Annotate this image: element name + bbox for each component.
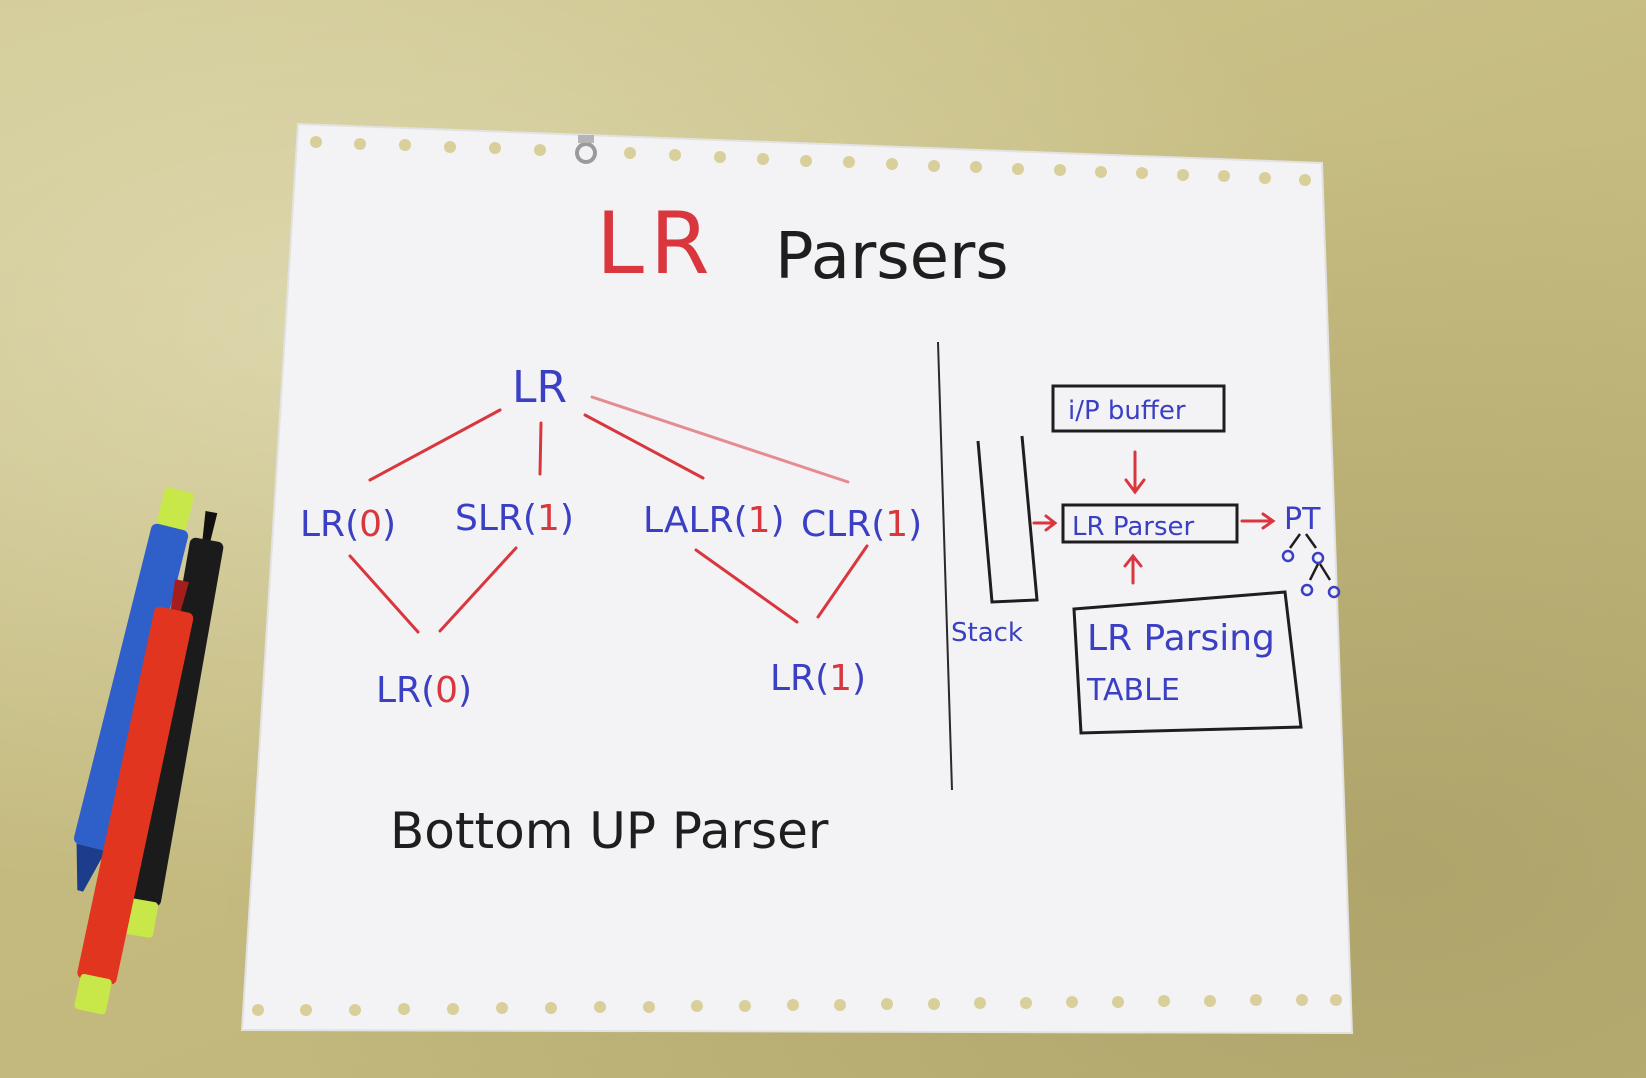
footer-caption: Bottom UP Parser [390, 802, 829, 860]
blue-marker-icon [73, 487, 194, 892]
parsing-table-line1: LR Parsing [1087, 618, 1275, 659]
parsing-table-box [1072, 590, 1303, 735]
tree-edges-bottom [348, 544, 869, 634]
node-slr1: SLR(1) [455, 498, 574, 539]
node-lr0-bottom: LR(0) [376, 670, 472, 711]
input-buffer-box [1051, 384, 1226, 433]
top-perforations [310, 136, 1311, 186]
node-lalr1: LALR(1) [643, 500, 785, 541]
tree-root: LR [512, 362, 567, 413]
bottom-perforations [252, 994, 1342, 1016]
parser-to-output-arrow [1240, 512, 1276, 530]
lr-parser-label: LR Parser [1072, 512, 1194, 542]
output-label: PT [1284, 502, 1321, 537]
stack-label: Stack [951, 618, 1023, 648]
node-lr0: LR(0) [300, 504, 396, 545]
stack-to-parser-arrow [1032, 514, 1058, 532]
paper-sheet [240, 122, 1354, 1035]
tree-level2: LR(0) LR(1) [376, 658, 866, 711]
input-buffer-label: i/P buffer [1068, 396, 1186, 426]
lr-parser-box [1061, 503, 1239, 544]
node-clr1: CLR(1) [801, 504, 922, 545]
arrow-icon [1124, 450, 1146, 495]
binder-clip-icon [575, 135, 597, 164]
tree-level1: LR(0) SLR(1) LALR(1) CLR(1) [300, 498, 922, 545]
stack-shape [976, 435, 1039, 604]
node-lr1-bottom: LR(1) [770, 658, 866, 699]
tree-edges-top [368, 395, 850, 484]
parsing-table-line2: TABLE [1086, 673, 1180, 708]
title-parsers: Parsers [775, 220, 1009, 294]
title-lr: LR [596, 194, 716, 294]
red-marker-icon [74, 579, 194, 1015]
table-to-parser-arrow [1123, 553, 1143, 585]
parse-tree-icon [1281, 533, 1341, 599]
divider-line [937, 341, 953, 791]
